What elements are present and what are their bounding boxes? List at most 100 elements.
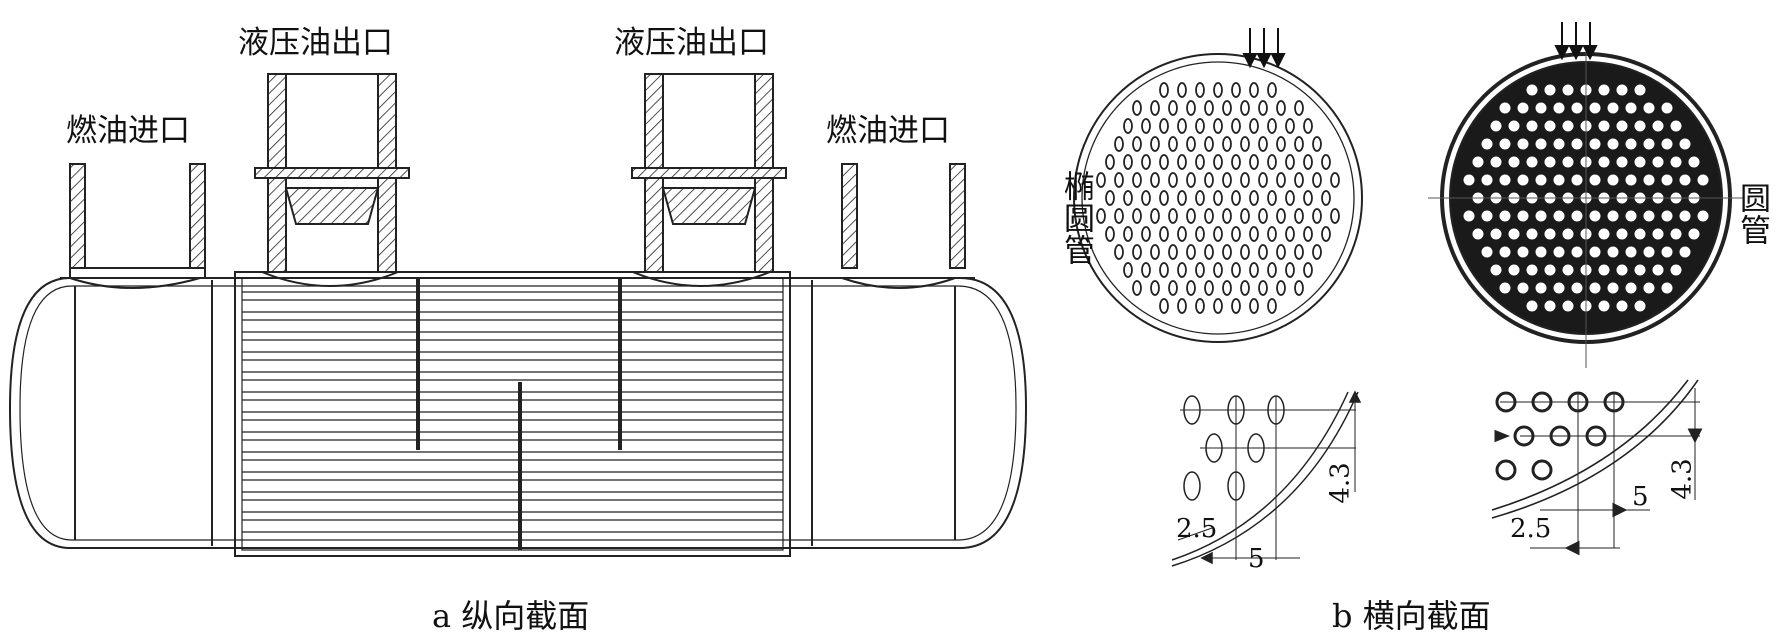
- elliptic-tube: [1267, 154, 1277, 170]
- elliptic-tube: [1141, 154, 1151, 170]
- elliptic-tube: [1186, 172, 1196, 188]
- round-tube: [1481, 246, 1493, 258]
- elliptic-tube: [1096, 208, 1106, 224]
- round-tube: [1652, 120, 1664, 132]
- elliptic-tube: [1150, 280, 1160, 296]
- elliptic-tube: [1204, 280, 1214, 296]
- round-tube: [1634, 156, 1646, 168]
- elliptic-tube: [1159, 298, 1169, 314]
- elliptic-tube: [1303, 262, 1313, 278]
- elliptic-tube: [1177, 82, 1187, 98]
- round-tube: [1562, 84, 1574, 96]
- round-tube: [1661, 174, 1673, 186]
- round-tube: [1607, 282, 1619, 294]
- elliptic-tube: [1213, 190, 1223, 206]
- elliptic-tube: [1321, 154, 1331, 170]
- elliptic-tube: [1168, 208, 1178, 224]
- round-tube: [1607, 246, 1619, 258]
- round-tube: [1625, 282, 1637, 294]
- elliptic-tube: [1195, 154, 1205, 170]
- round-tube: [1616, 228, 1628, 240]
- elliptic-tube: [1249, 190, 1259, 206]
- round-tube: [1481, 210, 1493, 222]
- elliptic-tube: [1276, 208, 1286, 224]
- round-tube: [1589, 246, 1601, 258]
- elliptic-tube: [1204, 136, 1214, 152]
- round-tube: [1634, 120, 1646, 132]
- round-tube: [1526, 228, 1538, 240]
- elliptic-tube: [1186, 136, 1196, 152]
- elliptic-tube: [1240, 136, 1250, 152]
- round-tube: [1679, 174, 1691, 186]
- elliptic-tube: [1123, 190, 1133, 206]
- elliptic-tube: [1177, 190, 1187, 206]
- elliptic-tube: [1231, 262, 1241, 278]
- round-tube: [1463, 174, 1475, 186]
- transverse-caption: b 横向截面: [1332, 597, 1491, 635]
- round-detail: [1491, 379, 1703, 556]
- round-tube: [1670, 264, 1682, 276]
- elliptic-tube: [1132, 244, 1142, 260]
- shell-outline: [8, 277, 1028, 549]
- round-tube: [1517, 138, 1529, 150]
- round-tube: [1679, 210, 1691, 222]
- elliptic-tube: [1177, 298, 1187, 314]
- round-tube: [1526, 84, 1538, 96]
- round-tube: [1643, 102, 1655, 114]
- elliptic-tube-section: [1073, 53, 1363, 343]
- elliptic-tube: [1114, 172, 1124, 188]
- elliptic-tube: [1294, 100, 1304, 116]
- round-tube: [1616, 84, 1628, 96]
- elliptic-tube: [1150, 136, 1160, 152]
- elliptic-tube: [1276, 280, 1286, 296]
- round-tube: [1598, 120, 1610, 132]
- elliptic-tube: [1249, 298, 1259, 314]
- round-tube: [1598, 84, 1610, 96]
- round-tube: [1643, 246, 1655, 258]
- round-tube: [1688, 228, 1700, 240]
- hydraulic-outlet-left-nozzle: [254, 73, 410, 273]
- hydraulic-outlet-right-label: 液压油出口: [614, 25, 769, 61]
- round-dim-4-3: 4.3: [1667, 458, 1698, 500]
- elliptic-tube: [1303, 118, 1313, 134]
- round-tube: [1562, 300, 1574, 312]
- elliptic-tube: [1159, 154, 1169, 170]
- round-tube: [1571, 210, 1583, 222]
- elliptic-tube: [1321, 190, 1331, 206]
- flow-arrows-right: [1554, 22, 1598, 61]
- round-dim-2-5: 2.5: [1510, 514, 1552, 544]
- elliptic-tube: [1177, 262, 1187, 278]
- round-tube: [1598, 300, 1610, 312]
- elliptic-tube: [1114, 244, 1124, 260]
- round-tube: [1562, 156, 1574, 168]
- elliptic-tube: [1168, 172, 1178, 188]
- elliptic-tube: [1141, 226, 1151, 242]
- round-tube: [1652, 264, 1664, 276]
- elliptic-tube: [1267, 118, 1277, 134]
- elliptic-tube: [1276, 244, 1286, 260]
- fuel-inlet-right-label: 燃油进口: [826, 113, 950, 149]
- tube-bundle: [242, 291, 783, 533]
- elliptic-tube: [1249, 82, 1259, 98]
- elliptic-tube: [1240, 280, 1250, 296]
- round-tube: [1499, 102, 1511, 114]
- round-tube: [1517, 246, 1529, 258]
- round-tube: [1643, 210, 1655, 222]
- elliptic-tube: [1312, 208, 1322, 224]
- elliptic-tube-grid: [1096, 82, 1340, 314]
- round-tube: [1607, 138, 1619, 150]
- round-tube: [1526, 156, 1538, 168]
- elliptic-tube: [1285, 190, 1295, 206]
- elliptic-tube: [1285, 226, 1295, 242]
- elliptic-tube: [1240, 172, 1250, 188]
- elliptic-tube: [1168, 100, 1178, 116]
- elliptic-tube: [1249, 118, 1259, 134]
- round-tube: [1499, 246, 1511, 258]
- elliptic-tube: [1159, 118, 1169, 134]
- round-tube: [1652, 228, 1664, 240]
- round-tube: [1634, 300, 1646, 312]
- elliptic-tube: [1231, 298, 1241, 314]
- round-tube: [1544, 228, 1556, 240]
- round-tube: [1526, 264, 1538, 276]
- elliptic-tube: [1276, 136, 1286, 152]
